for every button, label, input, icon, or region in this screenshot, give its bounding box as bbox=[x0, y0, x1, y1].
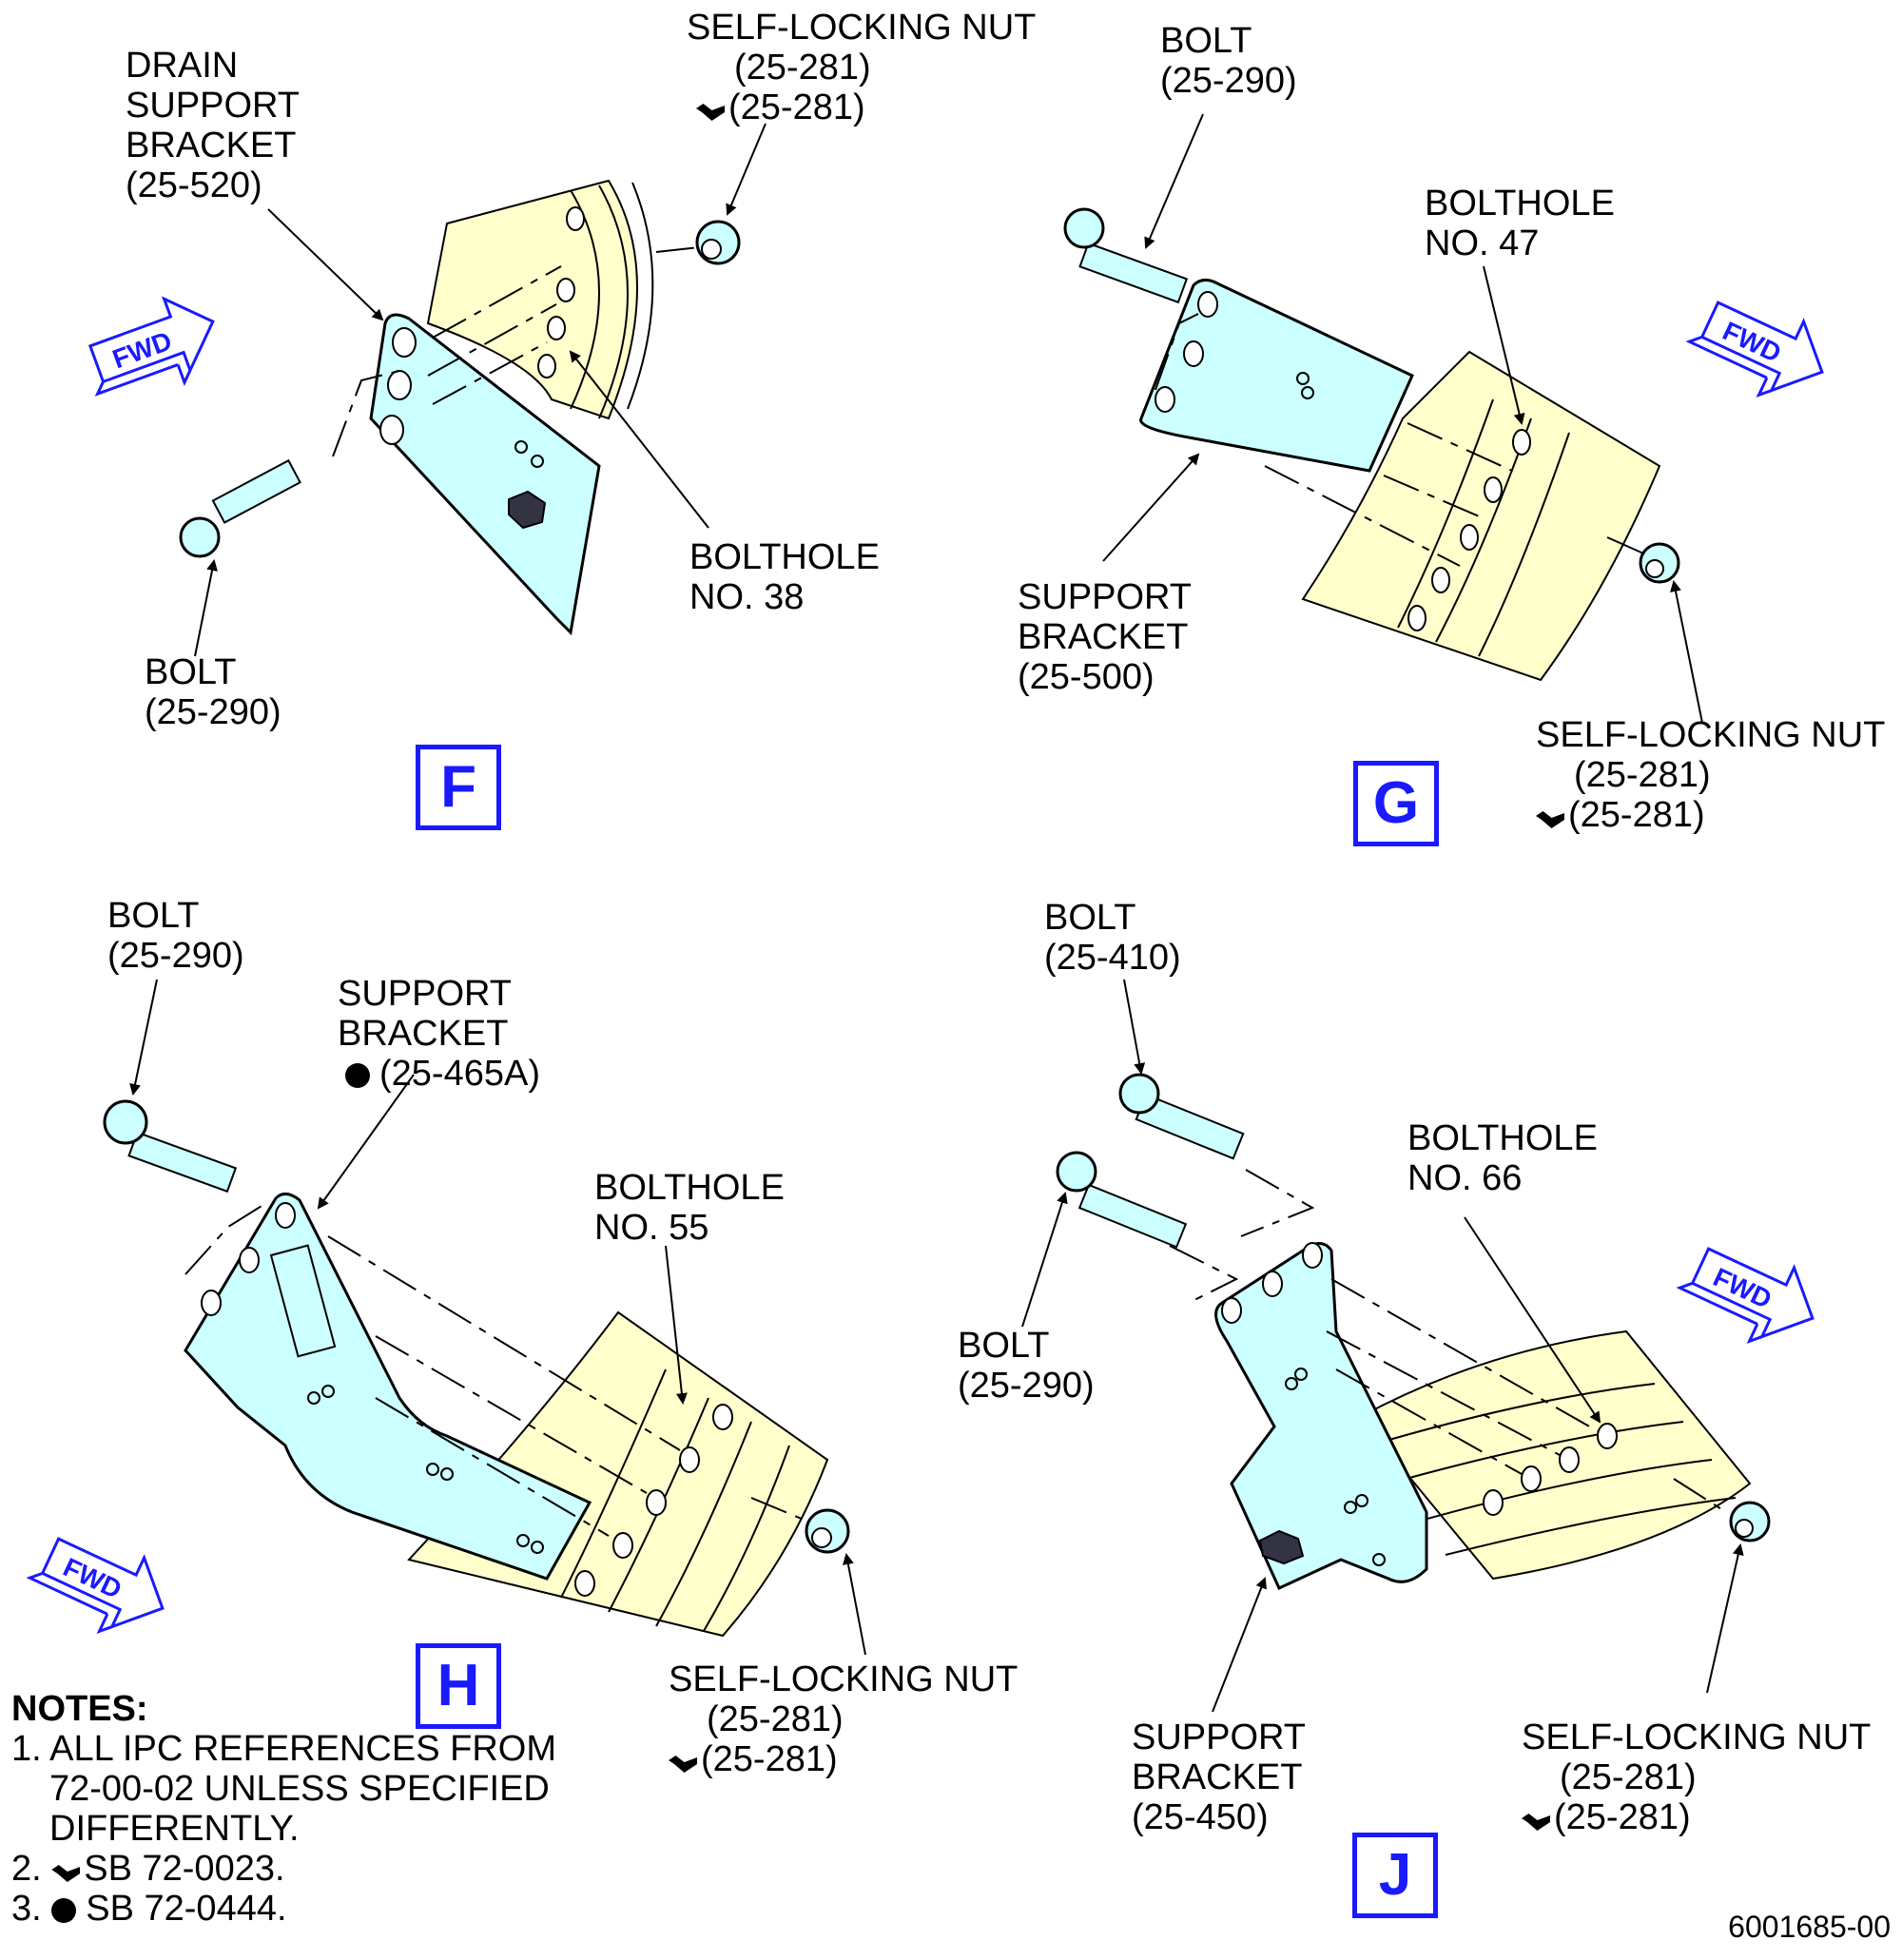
notes-heading: NOTES: bbox=[11, 1689, 148, 1729]
view-g-nut-label: SELF-LOCKING NUT (25-281) (25-281) bbox=[1536, 715, 1886, 835]
view-j-flange bbox=[1358, 1329, 1752, 1581]
note-2: 2. SB 72-0023. bbox=[11, 1849, 285, 1889]
view-j-bolt-upper-label: BOLT (25-410) bbox=[1044, 898, 1181, 978]
view-j-support-bracket-label: SUPPORT BRACKET (25-450) bbox=[1132, 1717, 1307, 1837]
sb-72-0444-icon bbox=[51, 1889, 86, 1929]
sb-72-0023-icon bbox=[696, 87, 728, 127]
view-f-bolthole-label: BOLTHOLE NO. 38 bbox=[689, 537, 880, 617]
view-f-drawing bbox=[179, 123, 767, 657]
view-g-support-bracket-label: SUPPORT BRACKET (25-500) bbox=[1018, 577, 1193, 697]
sb-72-0023-icon bbox=[669, 1739, 701, 1779]
view-f-nut bbox=[695, 220, 741, 265]
fwd-arrow-f: FWD bbox=[87, 296, 215, 397]
view-h-bolt bbox=[103, 1099, 238, 1193]
note-1: 1. ALL IPC REFERENCES FROM bbox=[11, 1729, 556, 1769]
view-j-support-bracket bbox=[1214, 1242, 1428, 1590]
view-f-bolt-label: BOLT (25-290) bbox=[145, 652, 281, 732]
view-g-drawing bbox=[1063, 113, 1703, 724]
view-j-bolt-lower-label: BOLT (25-290) bbox=[958, 1326, 1095, 1406]
sb-72-0444-icon bbox=[345, 1054, 379, 1094]
sb-72-0023-icon bbox=[51, 1849, 84, 1889]
view-g-nut bbox=[1639, 542, 1680, 584]
view-letter-g: G bbox=[1353, 761, 1439, 846]
view-f-drain-bracket-label: DRAIN SUPPORT BRACKET (25-520) bbox=[126, 46, 301, 205]
view-j-nut-label: SELF-LOCKING NUT (25-281) (25-281) bbox=[1522, 1717, 1872, 1837]
view-g-bolthole-label: BOLTHOLE NO. 47 bbox=[1425, 184, 1615, 263]
view-j-nut bbox=[1729, 1501, 1771, 1543]
view-h-nut bbox=[805, 1508, 850, 1554]
view-letter-f: F bbox=[416, 745, 501, 830]
view-f-drain-support-bracket bbox=[369, 313, 601, 636]
view-h-support-bracket bbox=[184, 1193, 592, 1581]
view-j-bolt-lower bbox=[1056, 1151, 1188, 1249]
view-h-drawing bbox=[103, 979, 866, 1656]
view-j-bolt-upper bbox=[1118, 1073, 1245, 1160]
document-number: 6001685-00 bbox=[1728, 1910, 1891, 1944]
view-j-drawing bbox=[1021, 979, 1771, 1713]
view-h-bolthole-label: BOLTHOLE NO. 55 bbox=[594, 1168, 785, 1248]
notes-block: NOTES: 1. ALL IPC REFERENCES FROM 72-00-… bbox=[11, 1689, 556, 1929]
view-letter-j: J bbox=[1352, 1833, 1438, 1918]
sb-72-0023-icon bbox=[1522, 1797, 1554, 1837]
view-f-flange bbox=[426, 179, 638, 420]
view-g-bolt bbox=[1063, 207, 1189, 304]
note-3: 3. SB 72-0444. bbox=[11, 1889, 287, 1929]
view-h-nut-label: SELF-LOCKING NUT (25-281) (25-281) bbox=[669, 1659, 1019, 1779]
view-g-bolt-label: BOLT (25-290) bbox=[1160, 21, 1297, 101]
sb-72-0023-icon bbox=[1536, 795, 1568, 835]
view-letter-h: H bbox=[416, 1643, 501, 1729]
view-g-support-bracket bbox=[1139, 279, 1414, 473]
view-f-nut-label: SELF-LOCKING NUT (25-281) (25-281) bbox=[687, 8, 1037, 127]
view-j-bolthole-label: BOLTHOLE NO. 66 bbox=[1407, 1118, 1598, 1198]
view-h-bolt-label: BOLT (25-290) bbox=[107, 896, 244, 976]
note-1-line-2: 72-00-02 UNLESS SPECIFIED bbox=[49, 1769, 550, 1809]
view-f-bolt bbox=[179, 458, 301, 558]
note-1-line-3: DIFFERENTLY. bbox=[49, 1809, 300, 1849]
view-g-flange bbox=[1301, 350, 1661, 682]
view-h-support-bracket-label: SUPPORT BRACKET (25-465A) bbox=[338, 974, 540, 1094]
